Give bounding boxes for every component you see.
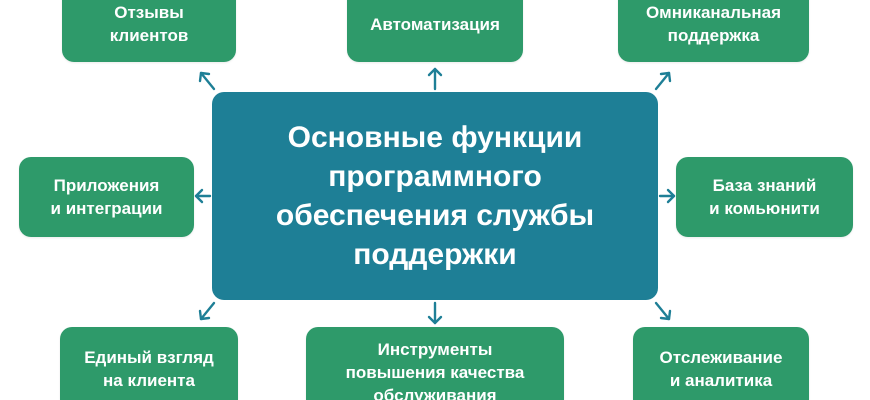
arrow-single-view xyxy=(198,301,216,321)
node-quality-tools: Инструменты повышения качества обслужива… xyxy=(306,327,564,400)
node-tracking-analytics: Отслеживание и аналитика xyxy=(633,327,809,400)
arrow-quality-tools xyxy=(427,301,443,325)
node-apps-integrations: Приложения и интеграции xyxy=(19,157,194,237)
node-automation: Автоматизация xyxy=(347,0,523,62)
node-omnichannel-support: Омниканальная поддержка xyxy=(618,0,809,62)
arrow-omnichannel xyxy=(654,71,672,91)
arrow-apps xyxy=(194,188,212,204)
central-topic: Основные функции программного обеспечени… xyxy=(212,92,658,300)
arrow-reviews xyxy=(198,71,216,91)
arrow-tracking xyxy=(654,301,672,321)
arrow-automation xyxy=(427,67,443,91)
node-single-customer-view: Единый взгляд на клиента xyxy=(60,327,238,400)
node-customer-reviews: Отзывы клиентов xyxy=(62,0,236,62)
node-knowledge-base: База знаний и комьюнити xyxy=(676,157,853,237)
arrow-knowledge xyxy=(658,188,676,204)
